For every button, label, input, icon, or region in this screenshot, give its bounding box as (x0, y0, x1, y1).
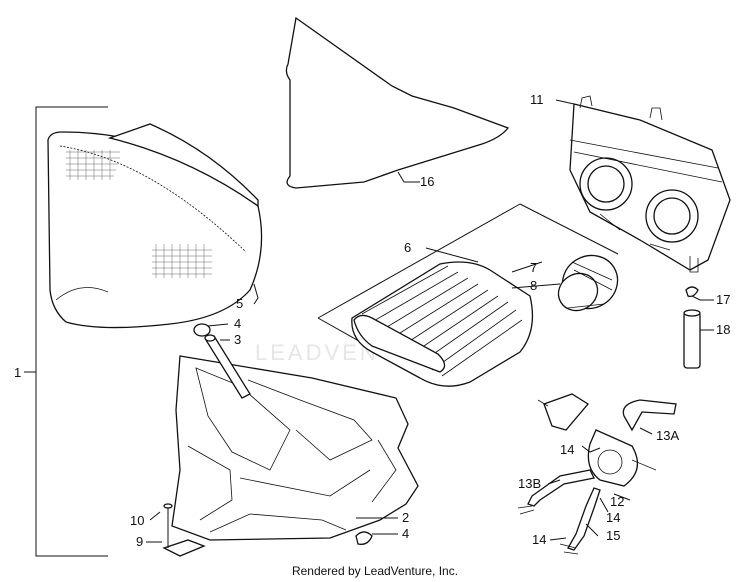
part-6-intake-boot[interactable] (351, 261, 534, 387)
part-4-grommet-bottom[interactable] (355, 531, 373, 545)
part-17-clip[interactable] (685, 286, 699, 298)
leader-lines (146, 99, 714, 543)
label-3: 3 (234, 332, 241, 347)
part-11-carburetors[interactable] (569, 95, 731, 273)
group-bracket-1 (24, 106, 108, 557)
label-12: 12 (610, 494, 624, 509)
label-14c: 14 (532, 532, 546, 547)
label-4-top: 4 (234, 316, 241, 331)
label-4-bottom: 4 (402, 526, 409, 541)
part-18-hose[interactable] (683, 309, 701, 369)
label-14b: 14 (606, 510, 620, 525)
part-12-fuel-pump[interactable] (517, 393, 677, 555)
callout-labels: 1 2 3 4 4 5 6 7 8 9 10 11 12 13A 13B 14 … (14, 92, 730, 549)
label-8: 8 (530, 278, 537, 293)
part-2-airbox-base[interactable] (171, 355, 419, 541)
label-18: 18 (716, 322, 730, 337)
label-17: 17 (716, 292, 730, 307)
label-14a: 14 (560, 442, 574, 457)
part-3-tube[interactable] (204, 334, 251, 399)
label-9: 9 (136, 534, 143, 549)
label-13A: 13A (656, 428, 679, 443)
label-2: 2 (402, 510, 409, 525)
part-5-airbox-cover[interactable] (47, 123, 263, 329)
part-9-10-bracket[interactable] (162, 503, 206, 557)
part-16-filter[interactable] (285, 16, 510, 189)
part-7-8-coupler[interactable] (552, 245, 628, 318)
footer-credit: Rendered by LeadVenture, Inc. (291, 564, 459, 578)
label-16: 16 (420, 174, 434, 189)
label-11: 11 (530, 92, 544, 107)
label-13B: 13B (518, 476, 541, 491)
label-15: 15 (606, 528, 620, 543)
label-6: 6 (404, 240, 411, 255)
label-5: 5 (236, 296, 243, 311)
label-10: 10 (130, 513, 144, 528)
label-1: 1 (14, 365, 21, 380)
label-7: 7 (530, 260, 537, 275)
part-4-grommet-top[interactable] (193, 323, 211, 337)
